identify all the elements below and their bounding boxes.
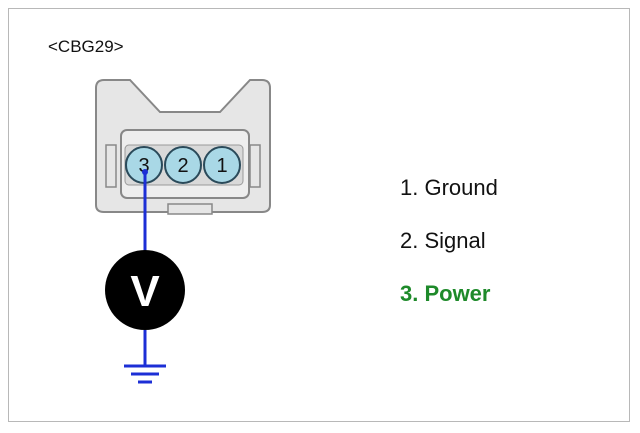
pin-label-1: 1 <box>216 155 227 177</box>
legend-ground: 1. Ground <box>400 175 498 200</box>
connector-left-tab <box>105 144 117 188</box>
connector-title: <CBG29> <box>48 37 124 56</box>
connector-right-tab <box>249 144 261 188</box>
diagram-frame <box>8 8 630 422</box>
legend-power: 3. Power <box>400 281 491 306</box>
legend-signal: 2. Signal <box>400 228 486 253</box>
pin-label-3: 3 <box>138 155 149 177</box>
voltmeter-label: V <box>130 267 160 316</box>
voltmeter-icon <box>105 250 185 330</box>
pin-label-2: 2 <box>177 155 188 177</box>
pin-2 <box>164 146 202 184</box>
connector-bottom-notch <box>167 203 213 215</box>
ground-icon <box>124 364 166 384</box>
pin-1 <box>203 146 241 184</box>
